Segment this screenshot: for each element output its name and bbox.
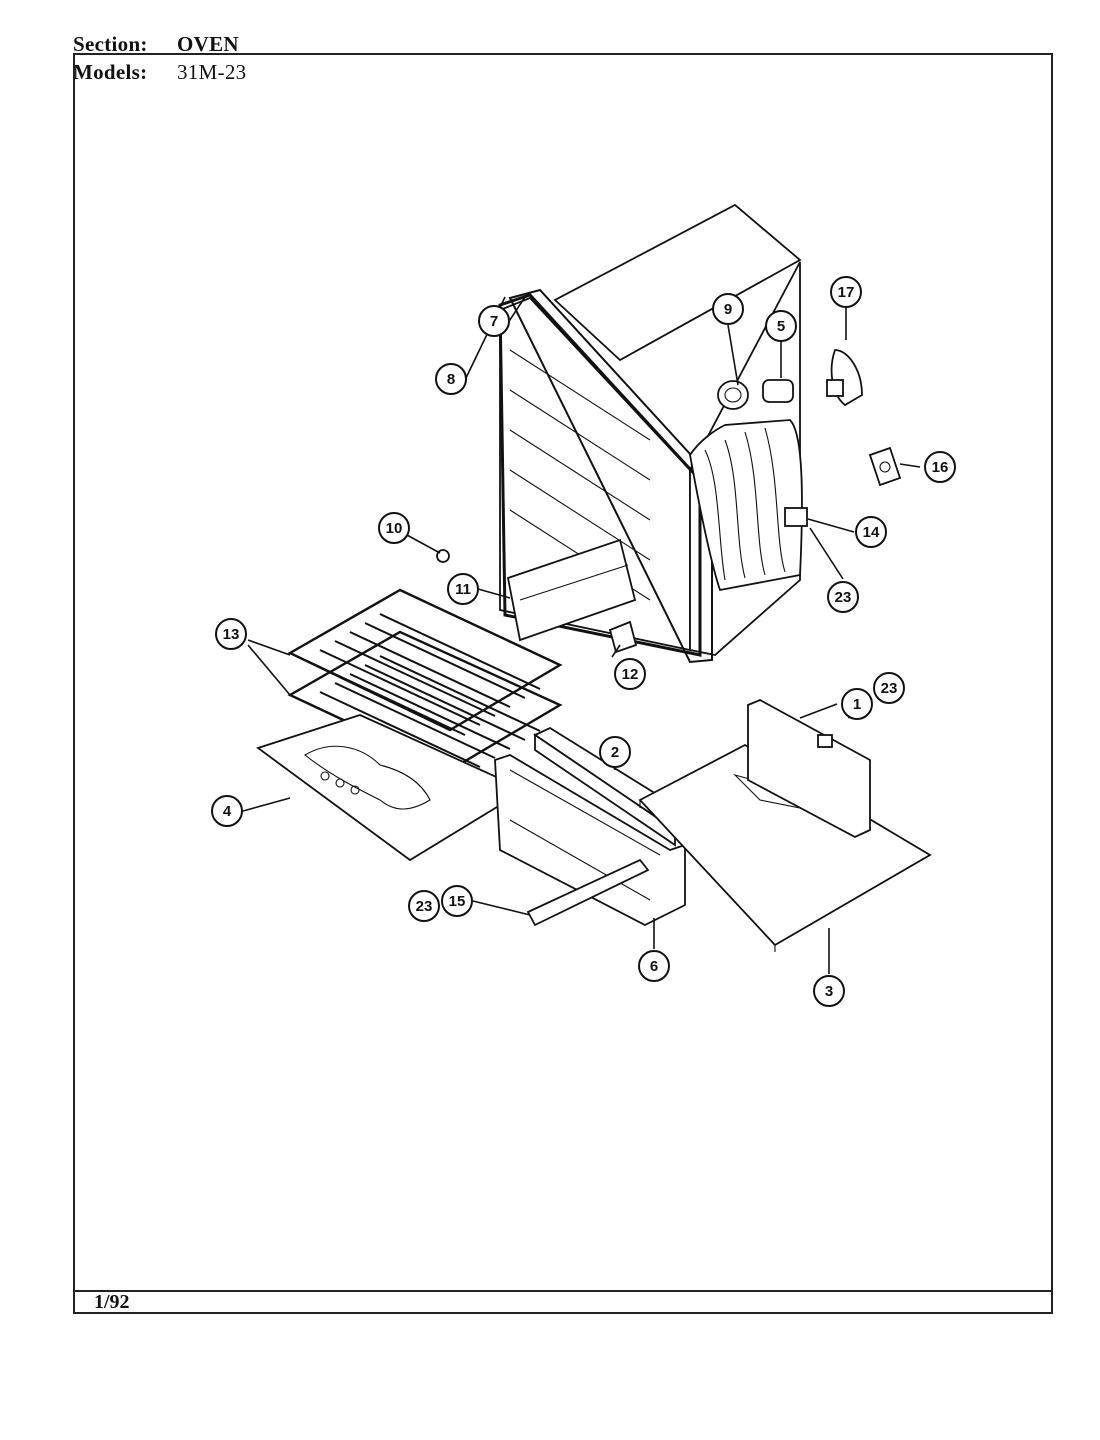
callout-8: 8 [435,363,467,395]
svg-text:23: 23 [881,680,898,697]
svg-text:23: 23 [416,898,433,915]
svg-text:16: 16 [932,459,949,476]
callout-3: 3 [813,975,845,1007]
callout-5: 5 [765,310,797,342]
control-panel [747,699,872,839]
svg-text:11: 11 [455,581,471,598]
models-label: Models: [73,60,148,84]
callout-9: 9 [712,293,744,325]
svg-text:5: 5 [777,318,785,335]
callout-23-panel: 23 [873,672,905,704]
callout-4: 4 [211,795,243,827]
callout-6: 6 [638,950,670,982]
svg-text:14: 14 [863,524,880,541]
callout-17: 17 [830,276,862,308]
callout-14: 14 [855,516,887,548]
footer-date: 1/92 [94,1291,130,1313]
insulation-wrap [689,419,803,592]
drawer-slide [526,858,650,927]
footer-rule [73,1290,1053,1292]
section-value: OVEN [177,32,239,56]
svg-text:1: 1 [853,696,861,713]
front-frame [494,754,686,927]
callout-23-upper: 23 [827,581,859,613]
callout-10: 10 [378,512,410,544]
oven-racks [287,588,563,778]
baffle-panel [506,538,637,642]
callout-7: 7 [478,305,510,337]
callout-12: 12 [614,658,646,690]
callout-16: 16 [924,451,956,483]
models-header: Models: 31M-23 [73,60,246,85]
svg-text:12: 12 [622,666,639,683]
svg-text:2: 2 [611,744,619,761]
light-bulb [762,379,794,403]
section-label: Section: [73,32,148,56]
clip [608,620,638,654]
callout-11: 11 [447,573,479,605]
svg-text:4: 4 [223,803,232,820]
section-header: Section: OVEN [73,32,239,57]
callout-2: 2 [599,736,631,768]
light-socket [717,380,749,410]
svg-text:13: 13 [223,626,240,643]
models-value: 31M-23 [177,60,247,84]
callout-13: 13 [215,618,247,650]
thermostat-bracket [868,446,902,487]
svg-text:8: 8 [447,371,455,388]
svg-text:10: 10 [386,520,403,537]
svg-text:6: 6 [650,958,658,975]
svg-text:7: 7 [490,313,498,330]
page-frame [73,53,1053,1314]
svg-text:17: 17 [838,284,855,301]
svg-text:15: 15 [449,893,466,910]
callout-23-slide: 23 [408,890,440,922]
svg-text:3: 3 [825,983,833,1000]
callout-15: 15 [441,885,473,917]
door-gasket [498,288,713,664]
lamp-cover [826,349,863,407]
connector [784,507,808,527]
callout-1: 1 [841,688,873,720]
svg-text:9: 9 [724,301,732,318]
svg-text:23: 23 [835,589,852,606]
